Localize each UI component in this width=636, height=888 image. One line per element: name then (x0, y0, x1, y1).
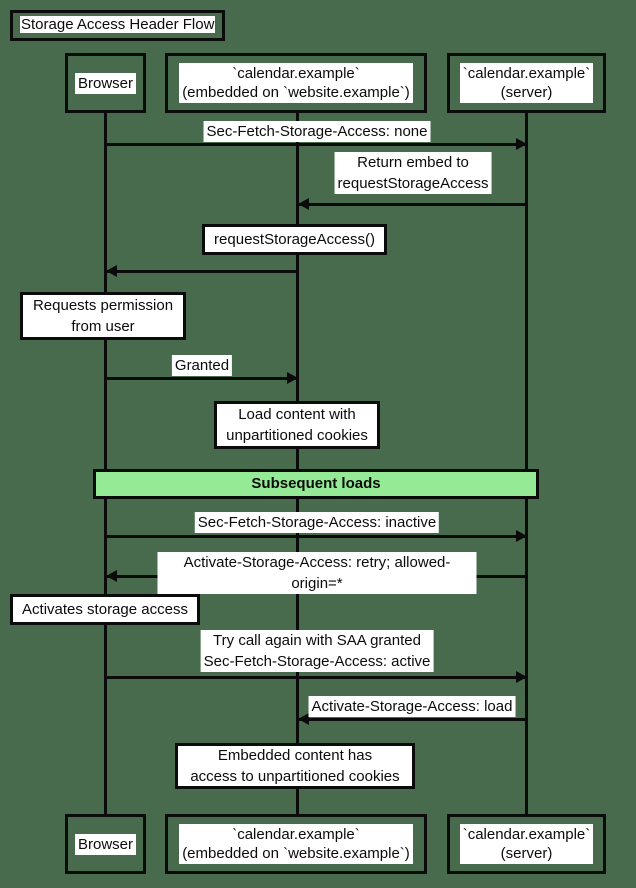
message-label-m12: Try call again with SAA granted Sec-Fetc… (200, 630, 434, 672)
lifeline-embed (296, 113, 299, 815)
message-line-m1 (106, 143, 527, 146)
message-label-m2: Return embed to requestStorageAccess (334, 152, 492, 194)
message-label-m10: Activate-Storage-Access: retry; allowed-… (157, 552, 477, 594)
note-box-activates-storage-access: Activates storage access (10, 594, 200, 625)
message-line-m13 (298, 718, 527, 721)
message-line-m2 (298, 203, 527, 206)
actor-box-browser-top[interactable]: Browser (65, 53, 146, 113)
note-text-m14: Embedded content has access to unpartiti… (190, 747, 400, 785)
arrow-head-m6 (287, 372, 298, 384)
actor-box-embed-bottom[interactable]: `calendar.example` (embedded on `website… (165, 814, 427, 874)
divider-subsequent-loads: Subsequent loads (93, 469, 539, 499)
note-text-m7: Load content with unpartitioned cookies (226, 406, 368, 444)
arrow-head-m9 (516, 530, 527, 542)
message-line-m6 (106, 377, 298, 380)
actor-label-server-bottom: `calendar.example` (server) (459, 824, 594, 864)
note-box-load-content: Load content with unpartitioned cookies (214, 401, 380, 449)
message-line-m9 (106, 535, 527, 538)
arrow-head-m1 (516, 138, 527, 150)
message-label-m1: Sec-Fetch-Storage-Access: none (203, 121, 431, 142)
lifeline-server (525, 113, 528, 815)
diagram-title: Storage Access Header Flow (10, 10, 226, 41)
actor-label-embed-bottom: `calendar.example` (embedded on `website… (179, 824, 413, 864)
message-label-m9: Sec-Fetch-Storage-Access: inactive (194, 512, 440, 533)
message-line-m12 (106, 676, 527, 679)
message-label-m6: Granted (171, 355, 233, 376)
note-text-m3: requestStorageAccess() (214, 231, 375, 248)
actor-label-browser-bottom: Browser (74, 833, 136, 855)
actor-box-server-bottom[interactable]: `calendar.example` (server) (447, 814, 606, 874)
arrow-head-m13 (298, 713, 309, 725)
arrow-head-m10 (106, 570, 117, 582)
note-box-embedded-content-access: Embedded content has access to unpartiti… (175, 743, 415, 789)
message-label-m13: Activate-Storage-Access: load (308, 696, 516, 717)
diagram-title-text: Storage Access Header Flow (20, 16, 216, 33)
note-box-requests-permission: Requests permission from user (20, 292, 186, 340)
note-box-request-storage-access: requestStorageAccess() (202, 224, 387, 255)
note-text-m11: Activates storage access (22, 601, 188, 618)
actor-box-browser-bottom[interactable]: Browser (65, 814, 146, 874)
actor-label-browser-top: Browser (74, 72, 136, 94)
actor-label-embed-top: `calendar.example` (embedded on `website… (179, 63, 413, 103)
arrow-head-m2 (298, 198, 309, 210)
actor-box-server-top[interactable]: `calendar.example` (server) (447, 53, 606, 113)
actor-box-embed-top[interactable]: `calendar.example` (embedded on `website… (165, 53, 427, 113)
arrow-head-m4 (106, 265, 117, 277)
lifeline-browser (104, 113, 107, 815)
message-line-m4 (106, 270, 298, 273)
divider-label: Subsequent loads (251, 475, 381, 492)
arrow-head-m12 (516, 671, 527, 683)
note-text-m5: Requests permission from user (32, 297, 174, 335)
actor-label-server-top: `calendar.example` (server) (459, 63, 594, 103)
